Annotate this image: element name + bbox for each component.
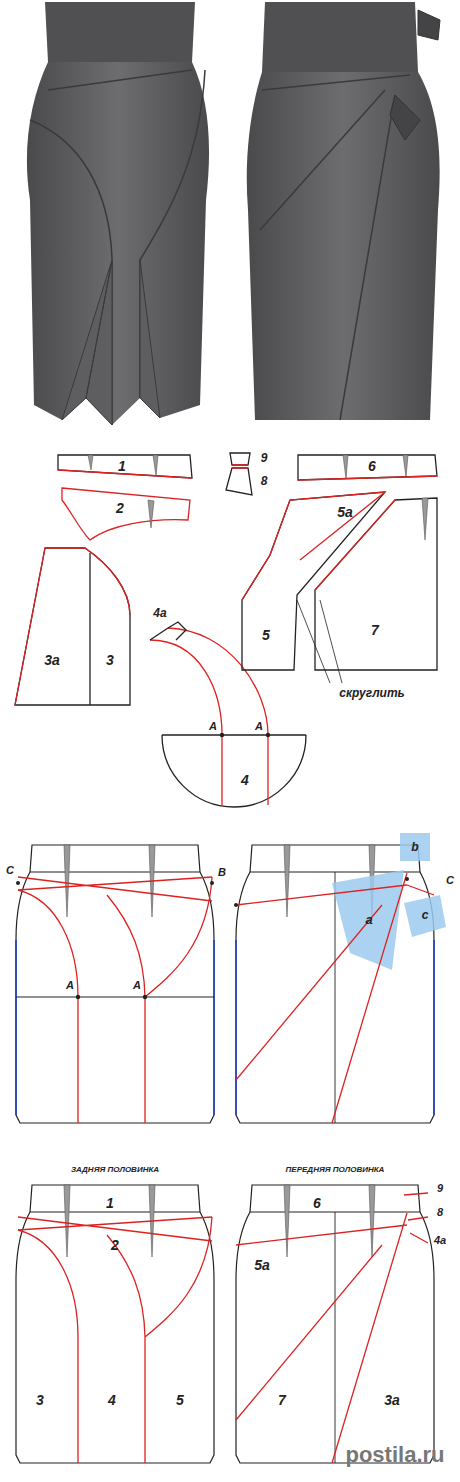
part-number: 4а xyxy=(153,607,166,619)
panel-title: ПЕРЕДНЯЯ ПОЛОВИНКА xyxy=(286,1166,385,1174)
pattern-pieces xyxy=(15,453,437,807)
part-number: 5 xyxy=(262,628,270,642)
part-number: 8 xyxy=(261,475,268,487)
area-letter: b xyxy=(411,841,418,853)
part-number: 6 xyxy=(313,1196,321,1210)
skirt-photo-back xyxy=(27,2,209,425)
watermark: postila.ru xyxy=(345,1444,444,1466)
part-number: 3а xyxy=(44,653,60,667)
part-number: 4 xyxy=(108,1393,116,1407)
part-number: 9 xyxy=(437,1183,443,1194)
note-text: скруглить xyxy=(339,687,404,699)
part-number: 3 xyxy=(106,653,114,667)
front-assembled xyxy=(236,1185,434,1463)
area-letter: c xyxy=(422,909,429,921)
part-number: 3 xyxy=(36,1393,44,1407)
point-letter: C xyxy=(445,875,455,886)
area-letter: a xyxy=(365,913,372,926)
part-number: 5а xyxy=(337,505,353,519)
point-letter: C xyxy=(5,865,15,876)
part-number: 5 xyxy=(176,1393,184,1407)
part-number: 8 xyxy=(437,1207,443,1218)
part-number: 1 xyxy=(106,1196,114,1210)
part-number: 5а xyxy=(254,1258,270,1272)
part-number: 2 xyxy=(116,501,124,515)
back-draft xyxy=(16,845,214,1123)
part-number: 7 xyxy=(278,1393,286,1407)
point-letter: A xyxy=(254,721,264,732)
part-number: 2 xyxy=(111,1238,119,1252)
part-number: 1 xyxy=(118,459,126,473)
part-number: 3а xyxy=(384,1393,400,1407)
point-letter: A xyxy=(208,721,218,732)
skirt-photo-front xyxy=(247,2,440,420)
point-letter: B xyxy=(217,867,227,878)
panel-title: ЗАДНЯЯ ПОЛОВИНКА xyxy=(71,1166,159,1174)
point-letter: A xyxy=(132,980,142,991)
part-number: 7 xyxy=(371,623,379,637)
front-draft xyxy=(234,833,446,1123)
point-letter: A xyxy=(65,980,75,991)
part-number: 4 xyxy=(241,773,249,787)
part-number: 6 xyxy=(368,459,376,473)
part-number: 4а xyxy=(434,1235,446,1246)
part-number: 9 xyxy=(261,452,268,464)
back-assembled xyxy=(16,1185,214,1463)
